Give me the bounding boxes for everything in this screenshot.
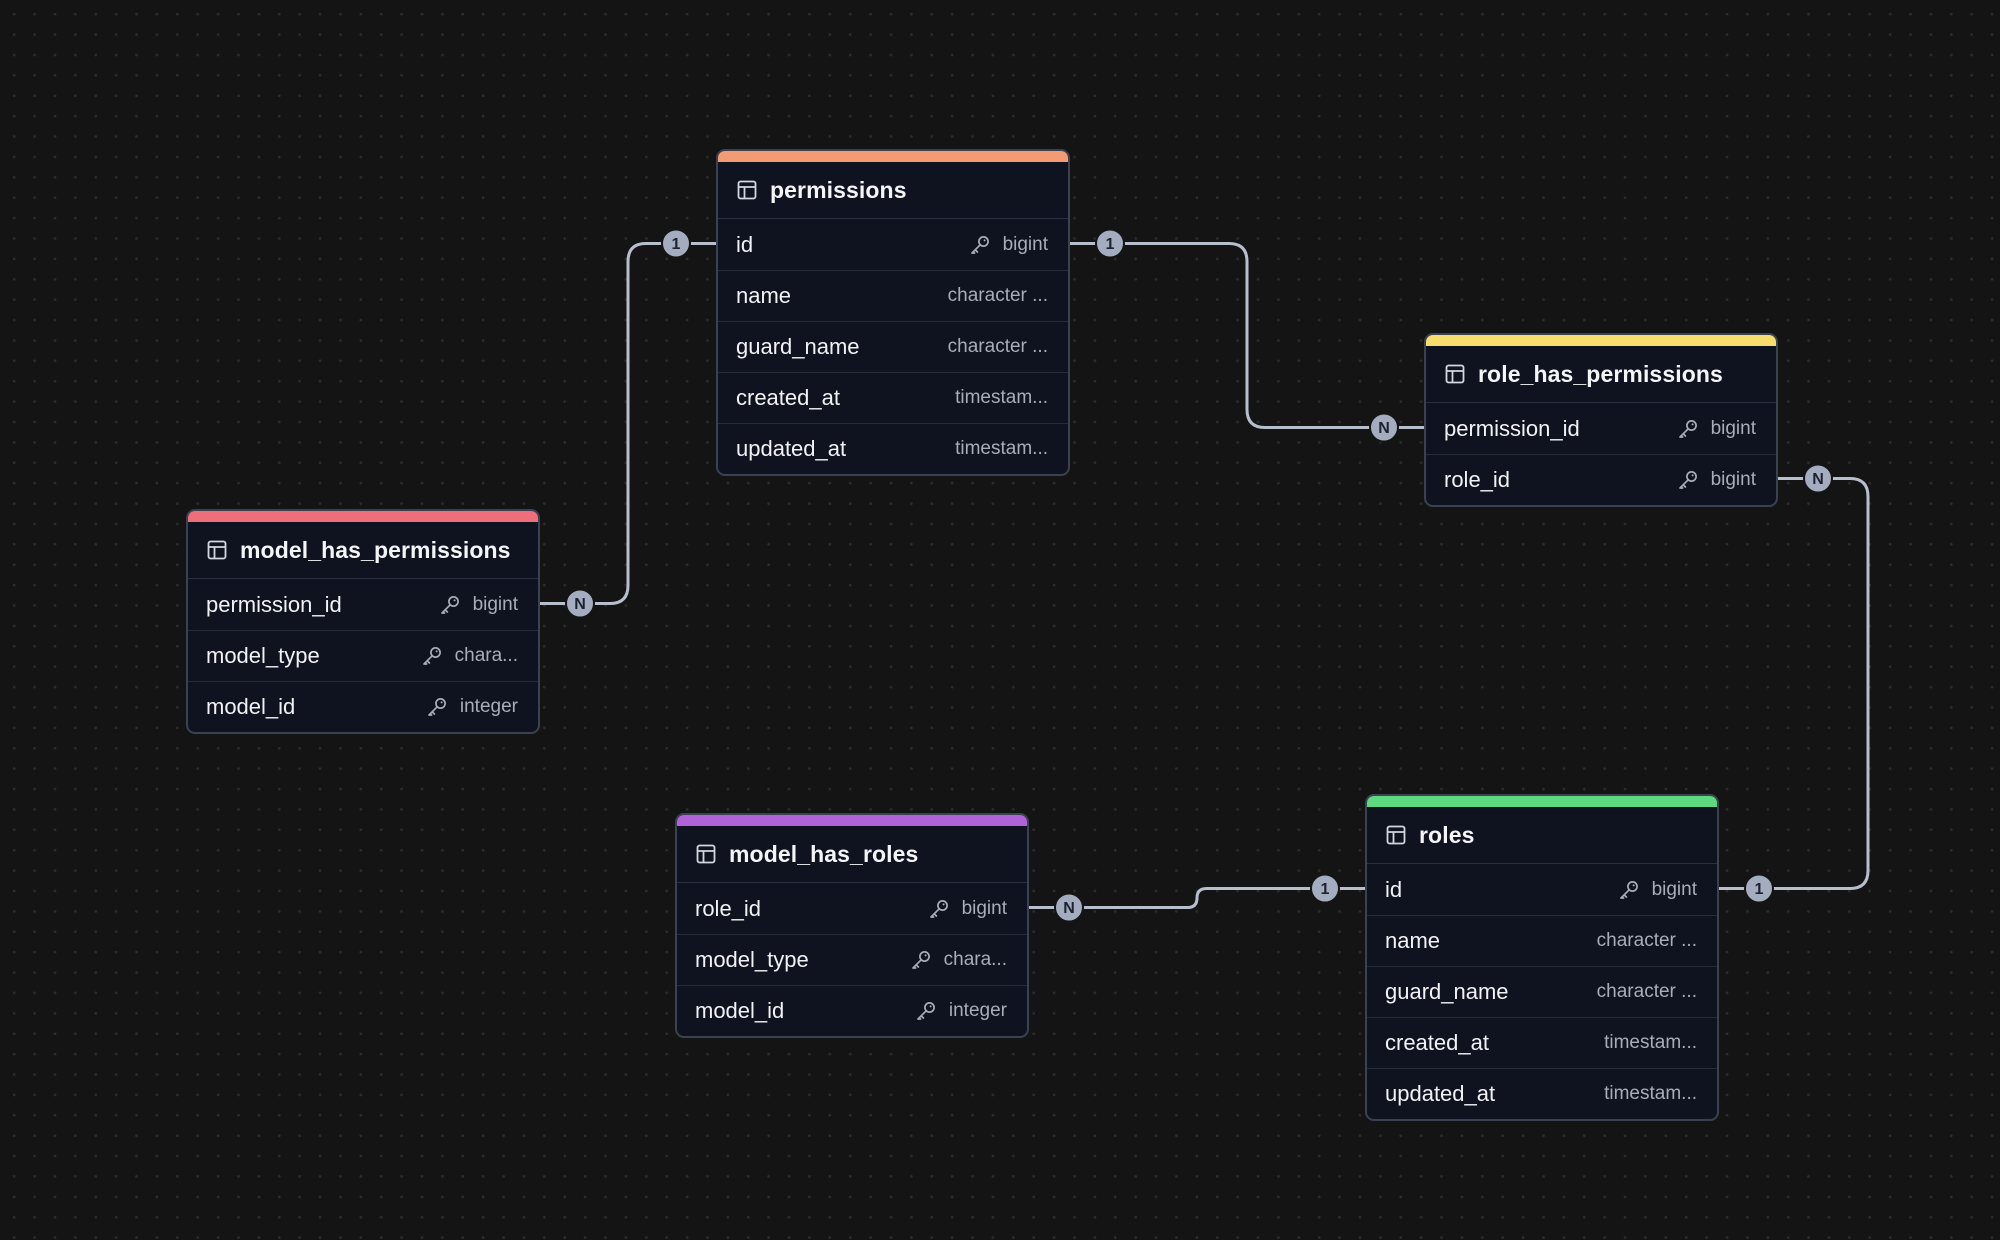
column-type: character ... — [947, 285, 1048, 306]
key-icon — [969, 234, 991, 256]
column-type: chara... — [943, 949, 1007, 970]
column-name: permission_id — [1444, 415, 1580, 441]
column-name: model_id — [206, 694, 296, 719]
column-row-permission-id[interactable]: permission_id bigint — [1426, 403, 1776, 454]
column-name: created_at — [1385, 1030, 1489, 1055]
column-name: id — [1385, 876, 1403, 902]
column-name: name — [1385, 928, 1441, 953]
table-color-bar — [718, 151, 1068, 162]
column-row-name[interactable]: name character ... — [1367, 915, 1717, 966]
table-header[interactable]: roles — [1367, 807, 1717, 864]
column-name: model_id — [695, 998, 785, 1023]
column-name: updated_at — [736, 436, 847, 461]
column-name: updated_at — [1385, 1081, 1496, 1106]
column-row-permission-id[interactable]: permission_id bigint — [188, 579, 538, 630]
column-name: role_id — [695, 895, 762, 921]
column-name: name — [736, 283, 792, 308]
table-icon — [736, 179, 758, 201]
column-type: timestam... — [1604, 1032, 1697, 1053]
table-model-has-roles[interactable]: model_has_roles role_id bigint model_type ch… — [675, 813, 1029, 1038]
table-header[interactable]: model_has_permissions — [188, 522, 538, 579]
column-row-updated-at[interactable]: updated_at timestam... — [718, 423, 1068, 474]
column-name: role_id — [1444, 467, 1511, 492]
table-model-has-permissions[interactable]: model_has_permissions permission_id bigint… — [186, 509, 540, 734]
key-icon — [1677, 418, 1699, 440]
table-color-bar — [1367, 796, 1717, 807]
column-row-model-type[interactable]: model_type chara... — [188, 630, 538, 681]
column-type: bigint — [1002, 233, 1048, 255]
column-type: bigint — [1710, 469, 1756, 490]
column-name: model_type — [695, 947, 809, 972]
column-row-guard-name[interactable]: guard_name character ... — [1367, 966, 1717, 1017]
column-row-created-at[interactable]: created_at timestam... — [1367, 1017, 1717, 1068]
table-name: roles — [1419, 821, 1475, 848]
column-type: timestam... — [955, 387, 1048, 408]
column-type: timestam... — [955, 438, 1048, 459]
column-row-id[interactable]: id bigint — [718, 219, 1068, 270]
table-icon — [1444, 363, 1466, 385]
table-icon — [695, 843, 717, 865]
column-row-updated-at[interactable]: updated_at timestam... — [1367, 1068, 1717, 1119]
table-color-bar — [677, 815, 1027, 826]
key-icon — [928, 898, 950, 920]
column-type: character ... — [1596, 930, 1697, 951]
column-row-model-id[interactable]: model_id integer — [677, 985, 1027, 1036]
key-icon — [426, 696, 448, 718]
column-name: created_at — [736, 385, 840, 410]
column-type: character ... — [947, 336, 1048, 357]
column-row-id[interactable]: id bigint — [1367, 864, 1717, 915]
table-icon — [206, 539, 228, 561]
key-icon — [1677, 469, 1699, 491]
column-type: character ... — [1596, 981, 1697, 1002]
table-color-bar — [1426, 335, 1776, 346]
table-name: model_has_permissions — [240, 536, 511, 563]
column-type: bigint — [1710, 417, 1756, 439]
table-header[interactable]: role_has_permissions — [1426, 346, 1776, 403]
column-type: timestam... — [1604, 1083, 1697, 1104]
column-type: integer — [459, 696, 518, 717]
table-name: model_has_roles — [729, 840, 919, 867]
column-name: model_type — [206, 643, 320, 668]
column-type: integer — [948, 1000, 1007, 1021]
table-header[interactable]: permissions — [718, 162, 1068, 219]
column-type: bigint — [1651, 878, 1697, 900]
table-color-bar — [188, 511, 538, 522]
column-row-role-id[interactable]: role_id bigint — [677, 883, 1027, 934]
table-name: role_has_permissions — [1478, 360, 1723, 387]
column-row-guard-name[interactable]: guard_name character ... — [718, 321, 1068, 372]
column-name: guard_name — [1385, 979, 1509, 1004]
column-row-created-at[interactable]: created_at timestam... — [718, 372, 1068, 423]
column-name: guard_name — [736, 334, 860, 359]
key-icon — [1618, 879, 1640, 901]
table-icon — [1385, 824, 1407, 846]
column-row-model-id[interactable]: model_id integer — [188, 681, 538, 732]
column-type: bigint — [961, 897, 1007, 919]
key-icon — [910, 949, 932, 971]
column-name: id — [736, 231, 754, 257]
column-type: chara... — [454, 645, 518, 666]
key-icon — [421, 645, 443, 667]
column-type: bigint — [472, 593, 518, 615]
table-header[interactable]: model_has_roles — [677, 826, 1027, 883]
key-icon — [439, 594, 461, 616]
column-row-role-id[interactable]: role_id bigint — [1426, 454, 1776, 505]
column-row-name[interactable]: name character ... — [718, 270, 1068, 321]
column-row-model-type[interactable]: model_type chara... — [677, 934, 1027, 985]
column-name: permission_id — [206, 591, 342, 617]
key-icon — [915, 1000, 937, 1022]
table-name: permissions — [770, 176, 907, 203]
